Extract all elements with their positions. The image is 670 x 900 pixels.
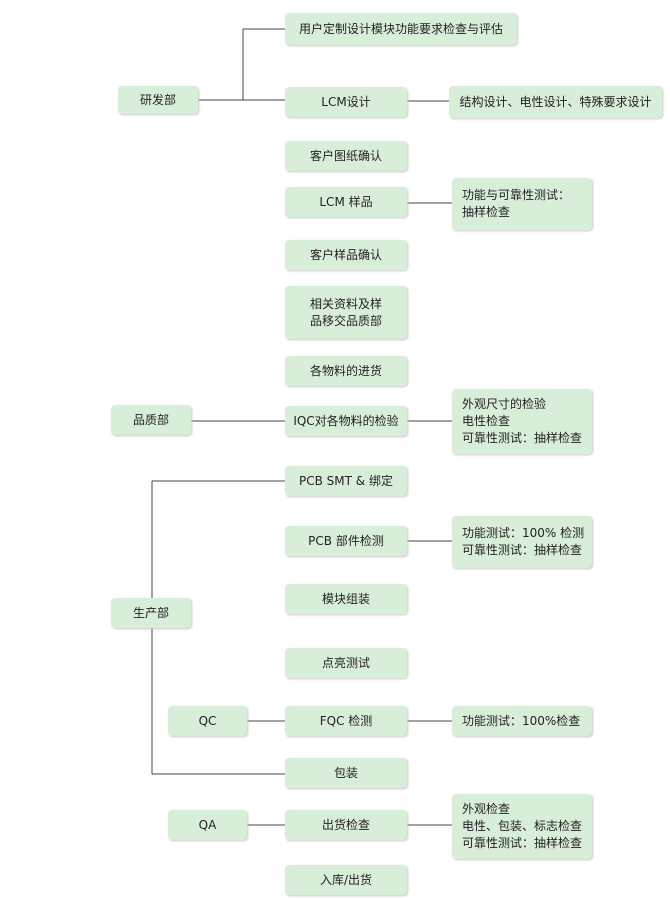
dept-quality: 品质部 (111, 405, 191, 435)
step-iqc-label: IQC对各物料的检验 (293, 413, 399, 428)
step-lcm-sample-label: LCM 样品 (319, 194, 373, 209)
note-qa-line-1: 外观检查 (462, 802, 511, 816)
step-shipping-inspection: 出货检查 (285, 810, 407, 840)
note-sample-test: 功能与可靠性测试： 抽样检查 (452, 178, 592, 230)
step-drawing-confirm-label: 客户图纸确认 (309, 148, 382, 163)
step-material-incoming-label: 各物料的进货 (309, 363, 382, 378)
step-light-test-label: 点亮测试 (321, 655, 370, 670)
step-lcm-design: LCM设计 (285, 87, 407, 117)
step-transfer-line-2: 品移交品质部 (309, 313, 382, 328)
dept-quality-label: 品质部 (132, 412, 169, 427)
step-custom-module-review: 用户定制设计模块功能要求检查与评估 (285, 13, 517, 45)
note-fqc-check-label: 功能测试：100%检查 (462, 713, 581, 728)
note-qa-checks: 外观检查 电性、包装、标志检查 可靠性测试：抽样检查 (452, 794, 592, 859)
note-sample-test-line-2: 抽样检查 (462, 205, 511, 219)
dept-rd-label: 研发部 (139, 92, 176, 107)
note-pcb-line-2: 可靠性测试：抽样检查 (462, 543, 583, 557)
dept-qa: QA (168, 810, 247, 840)
note-fqc-check: 功能测试：100%检查 (452, 706, 592, 736)
note-qa-line-2: 电性、包装、标志检查 (462, 819, 583, 833)
note-iqc-checks-text: 外观尺寸的检验 电性检查 可靠性测试：抽样检查 (462, 396, 582, 447)
step-fqc-label: FQC 检测 (319, 713, 373, 728)
note-iqc-line-1: 外观尺寸的检验 (462, 397, 547, 411)
dept-qa-label: QA (198, 817, 217, 832)
note-iqc-line-2: 电性检查 (462, 414, 511, 428)
note-qa-line-3: 可靠性测试：抽样检查 (462, 836, 583, 850)
note-iqc-line-3: 可靠性测试：抽样检查 (462, 431, 583, 445)
step-module-assembly-label: 模块组装 (321, 591, 370, 606)
step-sample-confirm-label: 客户样品确认 (309, 247, 382, 262)
note-pcb-checks-text: 功能测试：100% 检测 可靠性测试：抽样检查 (462, 525, 584, 559)
step-drawing-confirm: 客户图纸确认 (285, 141, 407, 171)
note-sample-test-line-1: 功能与可靠性测试： (462, 188, 571, 202)
step-packaging: 包装 (285, 758, 407, 788)
step-material-incoming: 各物料的进货 (285, 356, 407, 386)
note-pcb-line-1: 功能测试：100% 检测 (462, 526, 585, 540)
dept-rd: 研发部 (118, 86, 198, 114)
step-shipping-inspection-label: 出货检查 (321, 817, 370, 832)
dept-production-label: 生产部 (132, 605, 169, 620)
dept-production: 生产部 (111, 598, 191, 628)
note-qa-checks-text: 外观检查 电性、包装、标志检查 可靠性测试：抽样检查 (462, 801, 582, 852)
step-lcm-design-label: LCM设计 (321, 94, 371, 109)
note-sample-test-text: 功能与可靠性测试： 抽样检查 (462, 187, 570, 221)
step-lcm-sample: LCM 样品 (285, 187, 407, 217)
step-module-assembly: 模块组装 (285, 584, 407, 614)
note-iqc-checks: 外观尺寸的检验 电性检查 可靠性测试：抽样检查 (452, 389, 592, 454)
step-transfer-to-quality-text: 相关资料及样 品移交品质部 (310, 296, 382, 330)
step-warehouse-shipping: 入库/出货 (285, 865, 407, 895)
step-transfer-to-quality: 相关资料及样 品移交品质部 (285, 286, 407, 339)
note-pcb-checks: 功能测试：100% 检测 可靠性测试：抽样检查 (452, 516, 592, 568)
step-fqc: FQC 检测 (285, 706, 407, 736)
step-pcb-parts-check-label: PCB 部件检测 (308, 533, 384, 548)
step-packaging-label: 包装 (333, 765, 358, 780)
step-transfer-line-1: 相关资料及样 (309, 296, 382, 311)
dept-qc: QC (168, 706, 247, 736)
step-light-test: 点亮测试 (285, 648, 407, 678)
step-pcb-smt-label: PCB SMT & 绑定 (299, 473, 393, 488)
step-custom-module-review-label: 用户定制设计模块功能要求检查与评估 (298, 21, 503, 36)
step-sample-confirm: 客户样品确认 (285, 240, 407, 270)
step-warehouse-shipping-label: 入库/出货 (319, 872, 373, 887)
note-design-detail: 结构设计、电性设计、特殊要求设计 (449, 86, 662, 118)
step-iqc: IQC对各物料的检验 (285, 406, 407, 436)
dept-qc-label: QC (198, 713, 217, 728)
note-design-detail-label: 结构设计、电性设计、特殊要求设计 (459, 94, 652, 109)
step-pcb-smt: PCB SMT & 绑定 (285, 466, 407, 496)
step-pcb-parts-check: PCB 部件检测 (285, 526, 407, 556)
